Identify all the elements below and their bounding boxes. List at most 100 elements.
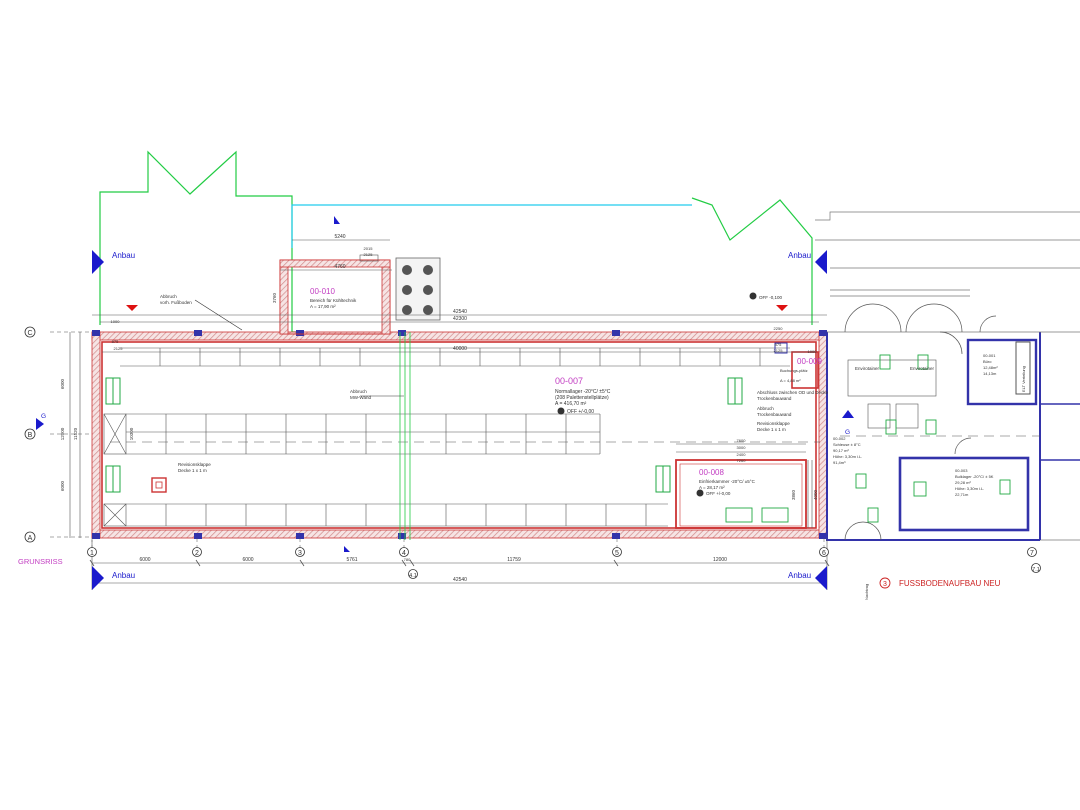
room-00-010 bbox=[279, 254, 441, 335]
room-003-height: Höhe: 3,30m i.L. bbox=[955, 486, 984, 491]
dim-room010-b: 2015 bbox=[364, 246, 374, 251]
room-id-00-007: 00-007 bbox=[555, 376, 583, 386]
grid-label-7: 7 bbox=[1030, 550, 1034, 557]
dim-room008-b: 7260 bbox=[737, 458, 747, 463]
note-revision-right-2: Decke 1 x 1 m bbox=[757, 427, 786, 432]
dim-left-4: 11520 bbox=[73, 427, 78, 440]
dim-left-3: 6000 bbox=[60, 480, 65, 491]
grid-label-6: 6 bbox=[822, 550, 826, 557]
column-markers bbox=[92, 330, 827, 539]
grid-label-1: 1 bbox=[90, 550, 94, 557]
dim-right-a: 875 bbox=[775, 342, 782, 347]
room-area-00-010: A = 17,90 m² bbox=[310, 304, 336, 309]
demolition-wall bbox=[399, 332, 411, 540]
page-title: GRUNSRISS bbox=[18, 557, 63, 566]
dim-room008-d: 2400 bbox=[737, 452, 747, 457]
room-001-volume: 14,13m bbox=[983, 371, 997, 376]
section-marker-label-left: G bbox=[41, 413, 46, 420]
anbau-label-top-left: Anbau bbox=[112, 251, 135, 260]
dim-room008-a: 7600 bbox=[737, 438, 747, 443]
dim-top-inner: 42300 bbox=[453, 316, 467, 322]
legend: 3 FUSSBODENAUFBAU NEU bbox=[883, 579, 1001, 588]
cooling-units bbox=[105, 377, 743, 493]
pallet-racks-bottom bbox=[103, 503, 668, 527]
note-revision-left-1: Revisionsklappe bbox=[178, 462, 211, 467]
dim-room010-a: 2125 bbox=[364, 252, 374, 257]
section-marker-icon bbox=[36, 410, 854, 430]
room-001-id: 00-001 bbox=[983, 353, 996, 358]
room-001-area: 12,48m² bbox=[983, 365, 998, 370]
room-001-name: Büro bbox=[983, 359, 992, 364]
note-revision-right-1: Revisionsklappe bbox=[757, 421, 790, 426]
north-arrow-icon bbox=[334, 216, 350, 552]
room-002-id: 00-002 bbox=[833, 436, 846, 441]
existing-building-outline bbox=[99, 150, 813, 333]
level-marker-icon bbox=[557, 292, 757, 497]
room-003-area: 29,28 m² bbox=[955, 480, 971, 485]
legend-number: 3 bbox=[883, 581, 887, 588]
room-name-00-007: Normallager -20°C/ ±5°C bbox=[555, 389, 611, 395]
note-abschluss: Abschluss zwischen OD und Decke bbox=[757, 390, 829, 395]
room-002-name: Schleuse ± 8°C bbox=[833, 442, 861, 447]
anbau-flags bbox=[92, 250, 827, 590]
dim-bottom-4: 780 bbox=[404, 557, 411, 562]
door-swing-icon bbox=[844, 303, 997, 541]
elt-label: ELT Verteilung bbox=[1021, 366, 1026, 392]
dim-top-left-a: 1000 bbox=[111, 319, 121, 324]
green-fixtures-right bbox=[855, 354, 1011, 523]
note-abbruch-fussboden-2: vorh. Fußboden bbox=[160, 300, 192, 305]
note-abbruch-fussboden-1: Abbruch bbox=[160, 294, 177, 299]
condenser-block bbox=[395, 257, 441, 321]
note-envirotainer-1: Envirotainer bbox=[855, 366, 880, 371]
room-003-volume: 22,71m bbox=[955, 492, 969, 497]
dim-top-clear: 40000 bbox=[453, 346, 467, 352]
room-name-00-009: Buchungs-plätz bbox=[780, 368, 808, 373]
room-label-00-007: 00-007 Normallager -20°C/ ±5°C (208 Pale… bbox=[555, 376, 611, 415]
leader-line bbox=[194, 299, 243, 331]
wall-left bbox=[91, 331, 101, 539]
room-label-00-009: 00-009 Buchungs-plätz A = 4,88 m² bbox=[780, 357, 822, 383]
room-area-00-009: A = 4,88 m² bbox=[780, 378, 801, 383]
main-hall bbox=[91, 330, 828, 540]
vermerk-label: Nachtrag bbox=[864, 584, 869, 600]
room-label-00-010: 00-010 Bereich für Kühltechnik A = 17,90… bbox=[310, 287, 357, 309]
anbau-label-bottom-left: Anbau bbox=[112, 571, 135, 580]
dim-right-b: 1900 bbox=[808, 349, 818, 354]
grid-label-3: 3 bbox=[298, 550, 302, 557]
green-outline-right bbox=[691, 197, 813, 325]
note-abbruch-wand-2: MW-Wand bbox=[350, 395, 371, 400]
grid-label-2: 2 bbox=[195, 550, 199, 557]
grid-label-7-1: 7.1 bbox=[1032, 567, 1040, 573]
note-trockenbau: Trockenbauwand bbox=[757, 396, 792, 401]
dim-left-1: 6000 bbox=[60, 378, 65, 389]
note-revision-left-2: Decke 1 x 1 m bbox=[178, 468, 207, 473]
dim-bottom-2: 6000 bbox=[242, 557, 253, 563]
room-name-00-010: Bereich für Kühltechnik bbox=[310, 298, 357, 303]
dim-left-5: 10300 bbox=[129, 427, 134, 440]
room-label-00-008: 00-008 Einfrierkammer -20°C/ ±5°C A = 28… bbox=[699, 468, 756, 496]
room-note-00-007: (208 Palettenstellplätze) bbox=[555, 395, 609, 401]
dim-right-c: 2125 bbox=[774, 348, 784, 353]
pallet-racks-top bbox=[120, 347, 790, 367]
note-abbruch-trocken-1: Abbruch bbox=[757, 406, 774, 411]
wall-top bbox=[91, 331, 828, 341]
revision-hatch-left bbox=[151, 477, 167, 493]
grid-axis-bubble-icon bbox=[24, 326, 1041, 579]
room-area-00-008: A = 28,17 m² bbox=[699, 485, 725, 490]
dim-bottom-overall: 42540 bbox=[453, 577, 467, 583]
room-00-008 bbox=[675, 459, 809, 529]
grid-label-b: B bbox=[28, 432, 33, 439]
dim-bottom-1: 6000 bbox=[139, 557, 150, 563]
room-002-volume: 91,4m³ bbox=[833, 460, 846, 465]
dim-left-a: 875 bbox=[112, 339, 119, 344]
dim-room010-h: 3760 bbox=[272, 292, 277, 303]
dim-bottom-5: 11759 bbox=[507, 557, 521, 563]
dim-room008-h2: 4000 bbox=[813, 489, 818, 500]
room-002-height: Höhe: 3,30m i.L. bbox=[833, 454, 862, 459]
green-outline bbox=[99, 150, 293, 325]
anbau-label-bottom-right: Anbau bbox=[788, 571, 811, 580]
room-id-00-008: 00-008 bbox=[699, 468, 724, 477]
room-id-00-009: 00-009 bbox=[797, 357, 822, 366]
room-level-00-008: OFF +/-0,00 bbox=[706, 491, 731, 496]
dim-top-overall: 42540 bbox=[453, 309, 467, 315]
